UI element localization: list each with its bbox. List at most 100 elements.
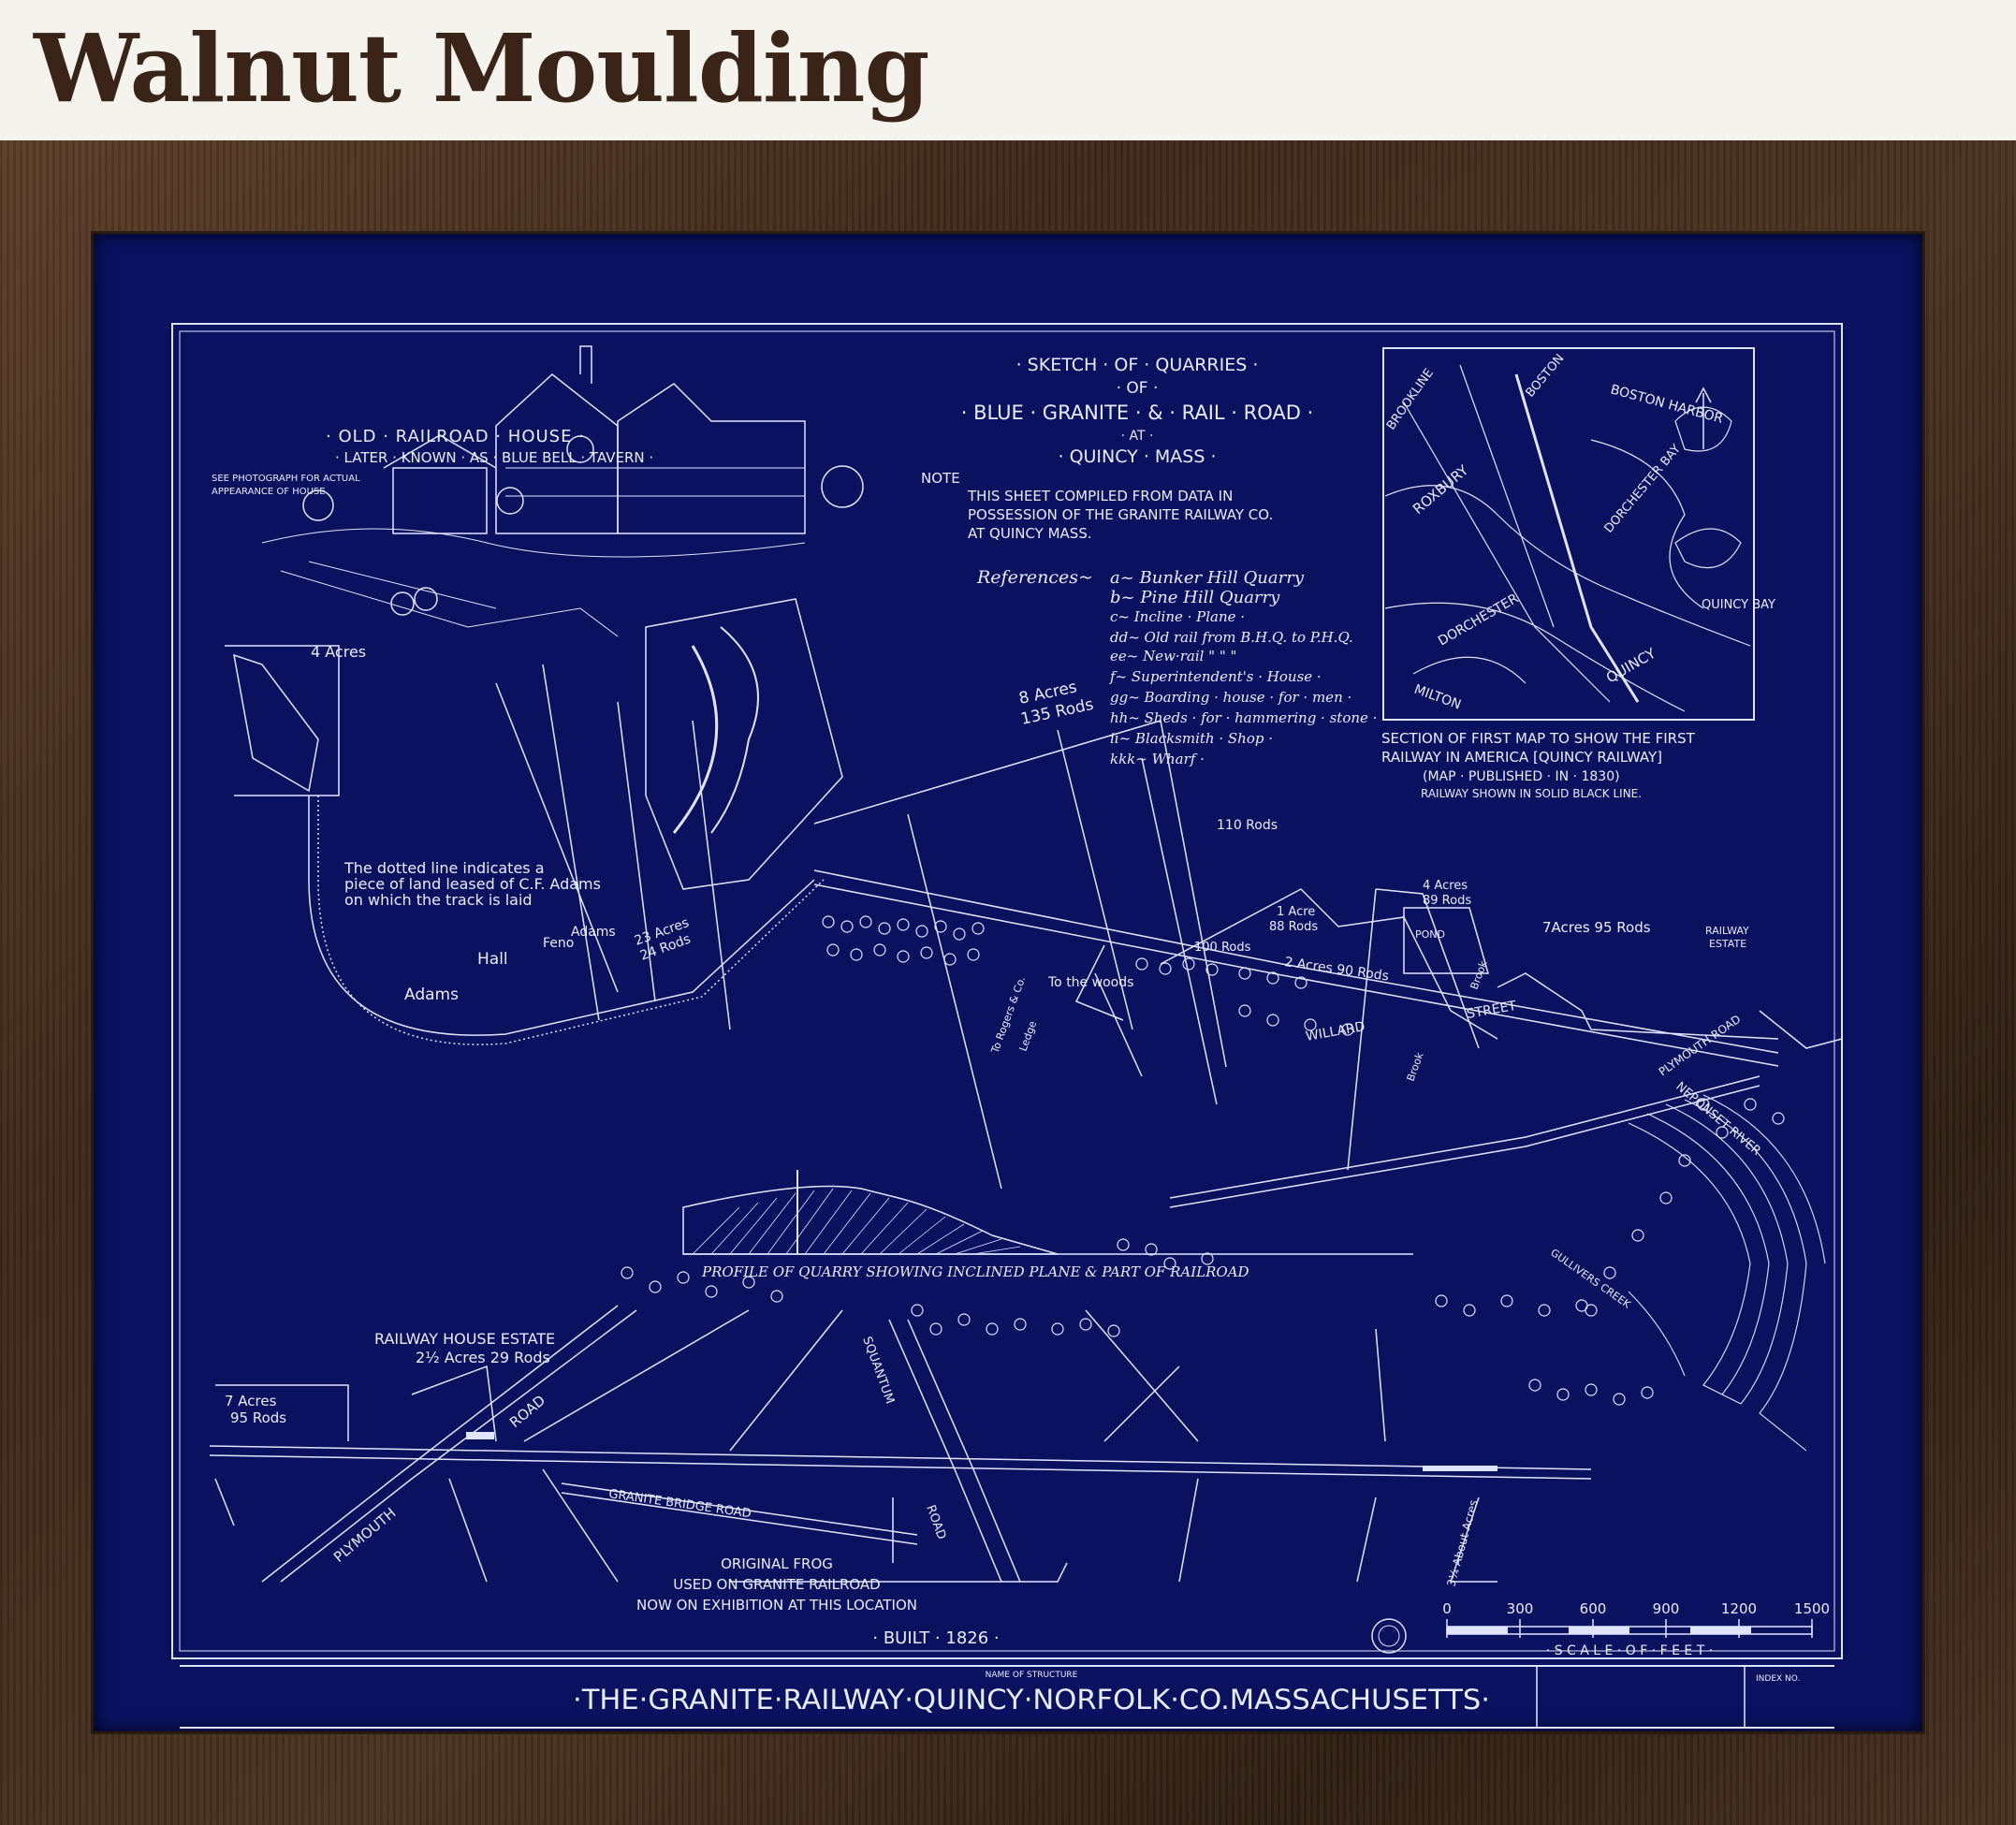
title-block: [180, 1665, 1834, 1729]
note-label: NOTE: [921, 470, 960, 487]
frog-note-line3: NOW ON EXHIBITION AT THIS LOCATION: [636, 1597, 917, 1613]
scale-label: · S C A L E · O F · F E E T ·: [1546, 1643, 1713, 1658]
scale-tick-1500: 1500: [1794, 1600, 1830, 1617]
label-adams: Adams: [404, 986, 459, 1004]
label-railway-estate-2: ESTATE: [1709, 938, 1746, 950]
reference-item: a~ Bunker Hill Quarry: [1110, 568, 1305, 588]
inset-label-quincy-bay: QUINCY BAY: [1702, 598, 1775, 612]
label-willard: WILLARD: [1305, 1019, 1366, 1044]
seal-icon-inner: [1378, 1625, 1400, 1647]
references-list: a~ Bunker Hill Quarry b~ Pine Hill Quarr…: [1109, 568, 1377, 767]
frog-note-line2: USED ON GRANITE RAILROAD: [673, 1576, 880, 1593]
house-note-line2: APPEARANCE OF HOUSE: [212, 487, 326, 497]
inset-map: BROOKLINE BOSTON BOSTON HARBOR ROXBURY D…: [1382, 347, 1775, 721]
title-line4: · AT ·: [1121, 429, 1154, 444]
blueprint-drawing: · OLD · RAILROAD · HOUSE · · LATER · KNO…: [171, 323, 1843, 1729]
inset-caption-line3: (MAP · PUBLISHED · IN · 1830): [1423, 769, 1620, 784]
seal-icon: [1371, 1618, 1407, 1654]
quarry-map-lines: [225, 598, 1843, 1208]
label-to-the-woods: To the woods: [1047, 975, 1133, 990]
reference-item: ee~ New·rail " " ": [1110, 648, 1236, 664]
title-line1: · SKETCH · OF · QUARRIES ·: [1016, 355, 1259, 375]
label-road: ROAD: [506, 1392, 548, 1431]
note-line3: AT QUINCY MASS.: [968, 525, 1092, 542]
index-no-label: INDEX NO.: [1756, 1674, 1800, 1684]
inset-label-quincy: QUINCY: [1603, 645, 1659, 687]
inset-label-dorchester: DORCHESTER: [1436, 591, 1521, 649]
wharf-sheds: [1423, 1466, 1497, 1471]
label-railway-estate-1: RAILWAY: [1705, 925, 1749, 937]
reference-item: b~ Pine Hill Quarry: [1110, 588, 1280, 607]
note-line1: THIS SHEET COMPILED FROM DATA IN: [967, 488, 1233, 504]
label-4-acres: 4 Acres: [311, 643, 366, 661]
label-1-acre: 1 Acre: [1277, 905, 1315, 919]
label-3-acres: 3¼ About Acres: [1444, 1498, 1480, 1588]
label-ledge: Ledge: [1017, 1019, 1040, 1053]
label-feno: Feno: [543, 936, 574, 951]
label-4-acres-b: 4 Acres: [1423, 879, 1468, 893]
reference-item: kkk~ Wharf ·: [1110, 751, 1205, 767]
label-hall: Hall: [477, 950, 508, 969]
reference-item: ii~ Blacksmith · Shop ·: [1110, 730, 1273, 747]
label-pond: POND: [1415, 928, 1445, 941]
label-neponset-river: NEPONSET RIVER: [1673, 1080, 1762, 1159]
inset-caption-line1: SECTION OF FIRST MAP TO SHOW THE FIRST: [1381, 730, 1696, 747]
quarry-profile: [682, 1170, 1413, 1255]
scale-bar: [1446, 1619, 1813, 1638]
reference-item: hh~ Sheds · for · hammering · stone ·: [1110, 709, 1377, 726]
scale-tick-300: 300: [1507, 1600, 1534, 1617]
inset-caption-line2: RAILWAY IN AMERICA [QUINCY RAILWAY]: [1381, 749, 1662, 766]
inset-label-brookline: BROOKLINE: [1384, 366, 1437, 432]
inset-label-roxbury: ROXBURY: [1410, 461, 1472, 518]
references-label: References~: [976, 567, 1093, 588]
lower-map-lines: [209, 1305, 1592, 1583]
label-110-rods: 110 Rods: [1217, 818, 1278, 833]
label-95-rods: 95 Rods: [230, 1409, 286, 1426]
built-year: · BUILT · 1826 ·: [872, 1628, 999, 1648]
scale-tick-0: 0: [1442, 1600, 1452, 1617]
label-88-rods: 88 Rods: [1269, 920, 1318, 934]
house-note-line1: SEE PHOTOGRAPH FOR ACTUAL: [212, 474, 360, 484]
house-sketch: [261, 345, 864, 637]
scale-tick-900: 900: [1653, 1600, 1680, 1617]
dotted-note-line1: The dotted line indicates a: [343, 859, 545, 877]
label-brook-2: Brook: [1468, 958, 1490, 991]
label-2-acres-90-rods: 2 Acres 90 Rods: [1283, 955, 1389, 984]
neponset-river-contours: [1628, 1094, 1826, 1452]
title-line5: · QUINCY · MASS ·: [1058, 446, 1216, 467]
page-title: Walnut Moulding: [34, 13, 929, 124]
dotted-note-line2: piece of land leased of C.F. Adams: [344, 875, 601, 893]
scale-tick-600: 600: [1580, 1600, 1607, 1617]
label-brook: Brook: [1405, 1050, 1426, 1083]
inner-border: [179, 330, 1835, 1652]
label-7-acres-95-rods: 7Acres 95 Rods: [1542, 919, 1651, 936]
title-line3: · BLUE · GRANITE · & · RAIL · ROAD ·: [961, 402, 1314, 424]
label-gullivers-creek: GULLIVERS CREEK: [1548, 1247, 1633, 1311]
tree-clusters: [621, 915, 1785, 1406]
north-arrow-icon: [1695, 387, 1712, 449]
label-granite-bridge-road: GRANITE BRIDGE ROAD: [607, 1487, 752, 1521]
name-of-structure-label: NAME OF STRUCTURE: [986, 1671, 1078, 1680]
label-rhe-size: 2½ Acres 29 Rods: [416, 1349, 550, 1366]
label-road-2: ROAD: [923, 1503, 948, 1541]
blueprint-print: · OLD · RAILROAD · HOUSE · · LATER · KNO…: [94, 234, 1922, 1731]
note-line2: POSSESSION OF THE GRANITE RAILWAY CO.: [968, 506, 1273, 523]
label-89-rods: 89 Rods: [1423, 894, 1471, 908]
house-title-line1: · OLD · RAILROAD · HOUSE ·: [326, 427, 585, 446]
label-adams-2: Adams: [571, 925, 616, 940]
scale-tick-1200: 1200: [1721, 1600, 1757, 1617]
reference-item: dd~ Old rail from B.H.Q. to P.H.Q.: [1110, 629, 1353, 646]
outer-border: [171, 323, 1843, 1659]
label-100-rods: 100 Rods: [1194, 941, 1251, 955]
inset-label-boston: BOSTON: [1524, 352, 1568, 401]
title-line2: · OF ·: [1117, 379, 1159, 398]
reference-item: c~ Incline · Plane ·: [1110, 608, 1245, 625]
railway-house-building: [466, 1432, 494, 1439]
sheet-title: · SKETCH · OF · QUARRIES · · OF · · BLUE…: [961, 355, 1314, 467]
label-street: STREET: [1466, 999, 1518, 1022]
inset-caption-line4: RAILWAY SHOWN IN SOLID BLACK LINE.: [1421, 787, 1642, 800]
inset-label-milton: MILTON: [1412, 682, 1463, 713]
walnut-frame: · OLD · RAILROAD · HOUSE · · LATER · KNO…: [0, 140, 2016, 1825]
label-railway-house-estate: RAILWAY HOUSE ESTATE: [374, 1330, 555, 1348]
frog-note-line1: ORIGINAL FROG: [721, 1555, 833, 1572]
